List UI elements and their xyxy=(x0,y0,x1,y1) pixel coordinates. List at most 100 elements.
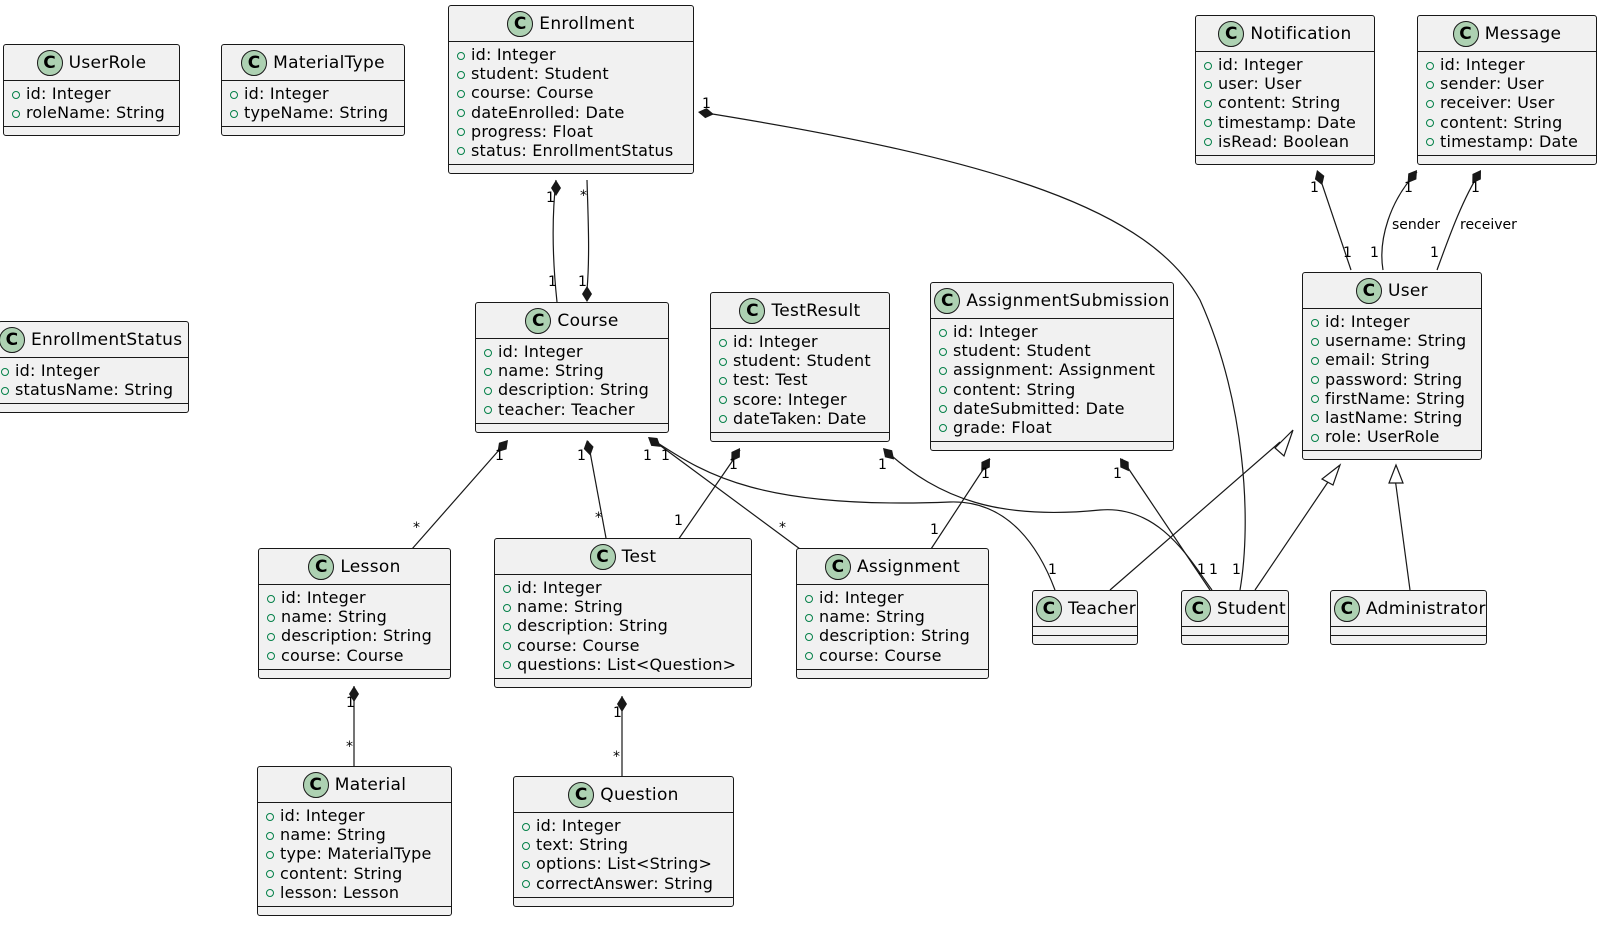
attribute-compartment xyxy=(1033,627,1137,636)
attribute-row: description: String xyxy=(797,626,988,645)
attribute-row: course: Course xyxy=(797,646,988,665)
attribute-row: roleName: String xyxy=(4,103,179,122)
class-stereotype-icon: C xyxy=(1356,277,1383,304)
public-visibility-icon xyxy=(522,860,530,869)
attribute-row: content: String xyxy=(1418,113,1596,132)
attribute-row: lastName: String xyxy=(1303,408,1481,427)
public-visibility-icon xyxy=(266,831,274,840)
public-visibility-icon xyxy=(939,347,947,356)
attribute-list: id: Integer student: Student test: Test … xyxy=(711,329,889,433)
public-visibility-icon xyxy=(719,415,727,424)
attribute-list: id: Integer username: String email: Stri… xyxy=(1303,309,1481,452)
class-name: UserRole xyxy=(68,52,147,73)
attribute-row: id: Integer xyxy=(476,342,668,361)
method-compartment xyxy=(1196,156,1374,164)
class-stereotype-icon: C xyxy=(568,781,595,808)
class-name: Student xyxy=(1217,598,1287,619)
public-visibility-icon xyxy=(503,622,511,631)
public-visibility-icon xyxy=(484,348,492,357)
class-stereotype-icon: C xyxy=(1036,595,1062,622)
public-visibility-icon xyxy=(939,366,947,375)
attribute-row: test: Test xyxy=(711,370,889,389)
public-visibility-icon xyxy=(1311,395,1319,404)
public-visibility-icon xyxy=(12,109,20,118)
multiplicity-label: 1 xyxy=(878,457,887,473)
public-visibility-icon xyxy=(1204,138,1212,147)
class-name: Test xyxy=(621,546,657,567)
public-visibility-icon xyxy=(805,594,813,603)
attribute-row: options: List<String> xyxy=(514,854,733,873)
attribute-row: timestamp: Date xyxy=(1418,132,1596,151)
attribute-list: id: Integer roleName: String xyxy=(4,81,179,128)
public-visibility-icon xyxy=(12,90,20,99)
attribute-row: text: String xyxy=(514,835,733,854)
attribute-row: typeName: String xyxy=(222,103,404,122)
public-visibility-icon xyxy=(1426,61,1434,70)
public-visibility-icon xyxy=(267,632,275,641)
attribute-list: id: Integer user: User content: String t… xyxy=(1196,52,1374,156)
method-compartment xyxy=(259,670,450,678)
public-visibility-icon xyxy=(805,613,813,622)
multiplicity-label: 1 xyxy=(577,448,586,464)
attribute-row: dateEnrolled: Date xyxy=(449,103,693,122)
multiplicity-label: 1 xyxy=(546,190,555,206)
public-visibility-icon xyxy=(939,424,947,433)
attribute-row: description: String xyxy=(476,380,668,399)
public-visibility-icon xyxy=(719,357,727,366)
attribute-list: id: Integer typeName: String xyxy=(222,81,404,128)
attribute-row: name: String xyxy=(797,607,988,626)
attribute-row: id: Integer xyxy=(1196,55,1374,74)
class-name: Question xyxy=(600,784,679,805)
public-visibility-icon xyxy=(805,632,813,641)
attribute-compartment xyxy=(1182,627,1288,636)
attribute-compartment xyxy=(1331,627,1486,636)
attribute-row: course: Course xyxy=(495,636,751,655)
attribute-row: course: Course xyxy=(449,83,693,102)
role-label-receiver: receiver xyxy=(1460,217,1517,233)
attribute-row: progress: Float xyxy=(449,122,693,141)
attribute-row: status: EnrollmentStatus xyxy=(449,141,693,160)
multiplicity-label: * xyxy=(779,520,786,536)
public-visibility-icon xyxy=(522,822,530,831)
attribute-row: firstName: String xyxy=(1303,389,1481,408)
public-visibility-icon xyxy=(1311,414,1319,423)
multiplicity-label: 1 xyxy=(1048,562,1057,578)
public-visibility-icon xyxy=(457,51,465,60)
method-compartment xyxy=(258,907,451,915)
class-stereotype-icon: C xyxy=(739,297,766,324)
class-stereotype-icon: C xyxy=(507,10,534,37)
class-stereotype-icon: C xyxy=(241,49,268,76)
attribute-row: student: Student xyxy=(449,64,693,83)
method-compartment xyxy=(931,442,1173,450)
attribute-row: id: Integer xyxy=(1418,55,1596,74)
multiplicity-label: * xyxy=(346,739,353,755)
class-stereotype-icon: C xyxy=(36,49,63,76)
public-visibility-icon xyxy=(719,376,727,385)
public-visibility-icon xyxy=(267,652,275,661)
role-label-sender: sender xyxy=(1392,217,1441,233)
class-stereotype-icon: C xyxy=(934,287,961,314)
